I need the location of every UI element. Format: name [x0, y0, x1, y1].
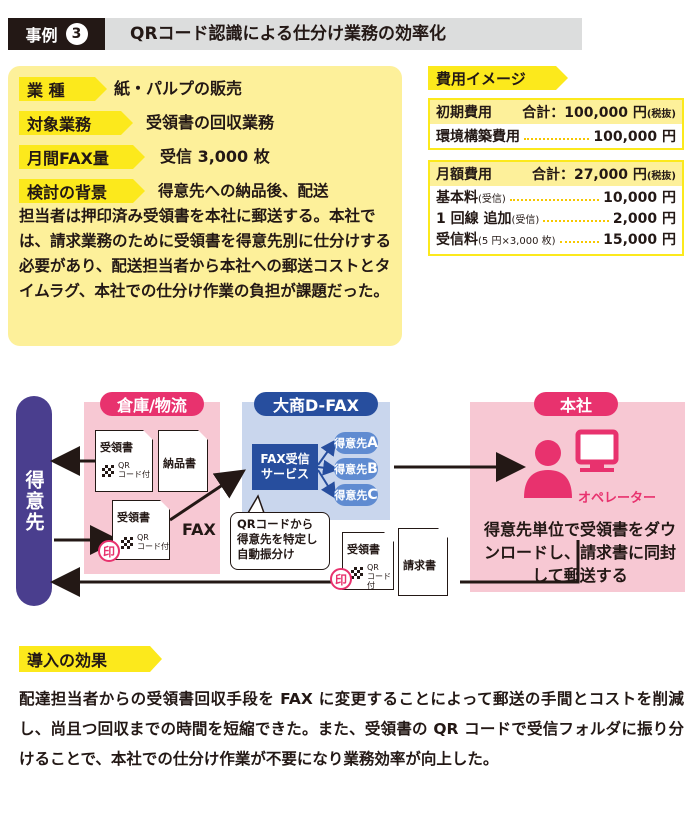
- background-label: 検討の背景: [19, 179, 145, 203]
- case-label: 事例: [25, 26, 58, 45]
- fax-volume-label: 月間FAX量: [19, 145, 145, 169]
- cost-row-name: 1 回線 追加: [436, 210, 512, 227]
- cost-row-name: 受信料: [436, 231, 478, 248]
- cost-row: 基本料(受信) 10,000 円: [430, 186, 682, 207]
- receipt-label: 受領書: [100, 441, 133, 454]
- monthly-cost-tax: (税抜): [646, 171, 676, 182]
- cost-row-amount: 15,000 円: [603, 231, 676, 248]
- fax-service-line1: FAX受信: [260, 452, 310, 466]
- cost-row: 1 回線 追加(受信) 2,000 円: [430, 207, 682, 228]
- cost-row-amount: 100,000 円: [593, 129, 676, 145]
- receipt-label: 受領書: [117, 511, 150, 524]
- qr-tag: コード付: [118, 470, 150, 479]
- operator-label: オペレーター: [578, 491, 657, 506]
- leader-dots: [543, 214, 609, 222]
- cost-row: 受信料(5 円×3,000 枚) 15,000 円: [430, 228, 682, 249]
- initial-cost-total: 100,000 円: [564, 105, 647, 121]
- effect-text: 配達担当者からの受領書回収手段を FAX に変更することによって郵送の手間とコス…: [19, 690, 684, 768]
- stamp-icon: 印: [330, 568, 352, 590]
- headquarters-description: 得意先単位で受領書をダウンロードし、請求書に同封して郵送する: [483, 520, 676, 585]
- qr-mark: QR: [367, 563, 379, 572]
- target-value: 受領書の回収業務: [146, 113, 275, 132]
- mail-line: [460, 540, 580, 584]
- fax-service-line2: サービス: [260, 467, 309, 481]
- monthly-cost-label: 月額費用: [436, 167, 492, 183]
- invoice-label: 請求書: [403, 559, 436, 572]
- delivery-note-label: 納品書: [163, 457, 196, 470]
- target-label: 対象業務: [19, 111, 133, 135]
- operator-icon: [524, 429, 619, 498]
- customer-label: 得意先: [22, 469, 45, 533]
- invoice-document: 請求書: [398, 528, 448, 596]
- industry-value: 紙・パルプの販売: [114, 79, 243, 98]
- qr-mark: QR: [118, 461, 130, 470]
- initial-cost-total-prefix: 合計：: [522, 105, 565, 121]
- qr-code-icon: [121, 537, 133, 549]
- case-number: 3: [65, 23, 88, 45]
- customer-bar: 得意先: [16, 396, 52, 606]
- case-tag: 事例 3: [8, 18, 105, 50]
- monthly-cost-total: 27,000 円: [573, 167, 647, 183]
- qr-code-icon: [351, 567, 363, 579]
- cost-row-name: 環境構築費用: [436, 129, 520, 145]
- auto-sort-callout: QRコードから得意先を特定し自動振分け: [230, 512, 330, 570]
- monthly-cost-total-prefix: 合計：: [531, 167, 574, 183]
- qr-mark: QR: [137, 533, 149, 542]
- leader-dots: [524, 132, 590, 140]
- initial-cost-header: 初期費用 合計：100,000 円(税抜): [430, 100, 682, 124]
- receipt-label: 受領書: [347, 543, 380, 556]
- headquarters-label: 本社: [534, 392, 618, 416]
- industry-label: 業 種: [19, 77, 107, 101]
- stamp-icon: 印: [98, 540, 120, 562]
- delivery-note-document: 納品書: [158, 430, 208, 492]
- fax-label: FAX: [182, 520, 216, 539]
- leader-dots: [559, 235, 600, 243]
- monthly-cost-header: 月額費用 合計：27,000 円(税抜): [430, 162, 682, 186]
- cost-row: 環境構築費用 100,000 円: [430, 124, 682, 148]
- fax-arrow: [169, 469, 246, 522]
- cost-row-note: (受信): [478, 193, 506, 205]
- effect-label: 導入の効果: [19, 646, 162, 672]
- cost-row-name: 基本料: [436, 189, 478, 206]
- monthly-cost-box: 月額費用 合計：27,000 円(税抜) 基本料(受信) 10,000 円 1 …: [428, 160, 684, 256]
- cost-title: 費用イメージ: [428, 66, 568, 90]
- cost-row-note: (受信): [511, 214, 540, 226]
- initial-cost-label: 初期費用: [436, 105, 492, 121]
- fax-service-box: FAX受信 サービス: [252, 444, 318, 490]
- page-title: QRコード認識による仕分け業務の効率化: [130, 24, 447, 44]
- qr-code-icon: [102, 465, 114, 477]
- warehouse-label: 倉庫/物流: [100, 392, 204, 416]
- cost-row-note: (5 円×3,000 枚): [478, 235, 556, 247]
- initial-cost-tax: (税抜): [646, 109, 676, 120]
- qr-tag: コード付: [137, 542, 169, 551]
- leader-dots: [509, 193, 600, 201]
- qr-tag: コード付: [367, 572, 391, 590]
- cost-row-amount: 10,000 円: [603, 189, 676, 206]
- dfax-label: 大商D-FAX: [254, 392, 378, 416]
- background-text: 担当者は押印済み受領書を本社に郵送する。本社では、請求業務のために受領書を得意先…: [19, 207, 392, 300]
- cost-row-amount: 2,000 円: [612, 210, 676, 227]
- background-text-first: 得意先への納品後、配送: [158, 182, 329, 200]
- fax-volume-value: 受信 3,000 枚: [160, 147, 270, 166]
- initial-cost-box: 初期費用 合計：100,000 円(税抜) 環境構築費用 100,000 円: [428, 98, 684, 150]
